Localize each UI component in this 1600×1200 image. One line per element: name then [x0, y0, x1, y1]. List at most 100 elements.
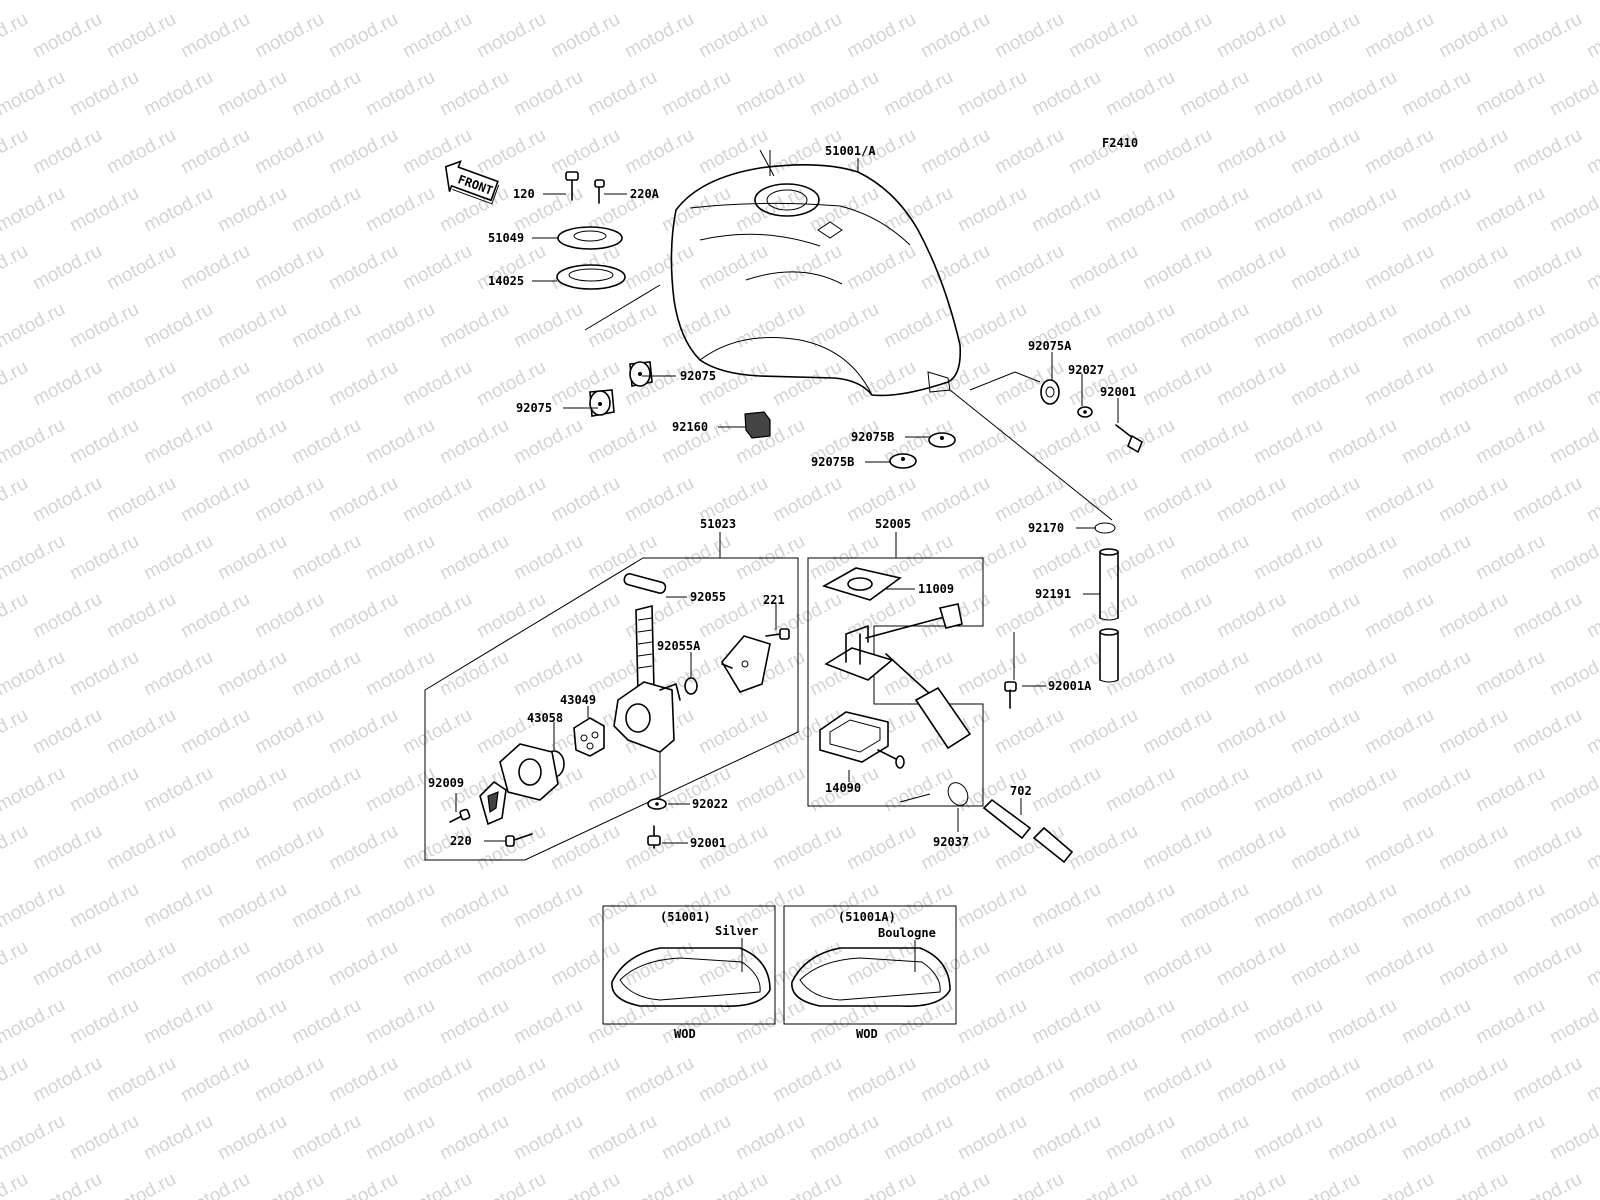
watermark-text: motod.ru: [1250, 995, 1326, 1049]
fuel-cock-body: [613, 604, 681, 800]
watermark-text: motod.ru: [1361, 357, 1437, 411]
watermark-text: motod.ru: [325, 125, 401, 179]
block-92160: [744, 411, 771, 439]
watermark-text: motod.ru: [214, 1111, 290, 1165]
label-51001A: 51001/A: [825, 144, 876, 158]
watermark-text: motod.ru: [621, 473, 697, 527]
label-92075B-lower: 92075B: [811, 455, 854, 469]
watermark-text: motod.ru: [288, 647, 364, 701]
watermark-text: motod.ru: [584, 299, 660, 353]
watermark-text: motod.ru: [1472, 995, 1548, 1049]
watermark-text: motod.ru: [29, 1053, 105, 1107]
watermark-text: motod.ru: [1435, 705, 1511, 759]
label-92001A: 92001A: [1048, 679, 1092, 693]
watermark-text: motod.ru: [251, 9, 327, 63]
watermark-text: motod.ru: [103, 705, 179, 759]
watermark-text: motod.ru: [1324, 763, 1400, 817]
watermark-text: motod.ru: [1287, 821, 1363, 875]
label-11009: 11009: [918, 582, 954, 596]
watermark-text: motod.ru: [1028, 531, 1104, 585]
watermark-text: motod.ru: [1509, 357, 1585, 411]
watermark-text: motod.ru: [880, 67, 956, 121]
watermark-text: motod.ru: [1472, 1111, 1548, 1165]
inset-boulogne-color: Boulogne: [878, 926, 936, 940]
watermark-text: motod.ru: [1583, 125, 1600, 179]
bolt-92001A: [1004, 681, 1017, 709]
watermark-text: motod.ru: [1324, 531, 1400, 585]
watermark-text: motod.ru: [1065, 125, 1141, 179]
watermark-text: motod.ru: [917, 1169, 993, 1200]
watermark-text: motod.ru: [288, 995, 364, 1049]
watermark-text: motod.ru: [325, 589, 401, 643]
watermark-text: motod.ru: [1546, 67, 1600, 121]
watermark-text: motod.ru: [66, 67, 142, 121]
watermark-text: motod.ru: [140, 67, 216, 121]
watermark-text: motod.ru: [1028, 1111, 1104, 1165]
watermark-text: motod.ru: [1435, 473, 1511, 527]
watermark-text: motod.ru: [843, 241, 919, 295]
fuel-cock-assembly-51023: [424, 557, 799, 861]
watermark-text: motod.ru: [177, 473, 253, 527]
watermark-text: motod.ru: [1361, 241, 1437, 295]
watermark-text: motod.ru: [1065, 705, 1141, 759]
watermark-text: motod.ru: [103, 9, 179, 63]
watermark-text: motod.ru: [843, 9, 919, 63]
watermark-text: motod.ru: [843, 357, 919, 411]
watermark-text: motod.ru: [1065, 821, 1141, 875]
watermark-text: motod.ru: [880, 0, 956, 4]
watermark-text: motod.ru: [806, 67, 882, 121]
watermark-text: motod.ru: [0, 1111, 69, 1165]
watermark-text: motod.ru: [288, 531, 364, 585]
watermark-text: motod.ru: [769, 821, 845, 875]
watermark-text: motod.ru: [658, 1111, 734, 1165]
fuel-pump-assembly-52005: [807, 557, 984, 807]
watermark-text: motod.ru: [0, 589, 32, 643]
watermark-text: motod.ru: [1509, 1169, 1585, 1200]
watermark-text: motod.ru: [1435, 937, 1511, 991]
watermark-text: motod.ru: [1065, 9, 1141, 63]
watermark-text: motod.ru: [1213, 1053, 1289, 1107]
watermark-text: motod.ru: [695, 1169, 771, 1200]
label-92055: 92055: [690, 590, 726, 604]
watermark-text: motod.ru: [1324, 415, 1400, 469]
watermark-text: motod.ru: [917, 1053, 993, 1107]
watermark-text: motod.ru: [1324, 183, 1400, 237]
watermark-text: motod.ru: [1250, 0, 1326, 4]
watermark-text: motod.ru: [1361, 821, 1437, 875]
watermark-text: motod.ru: [1546, 995, 1600, 1049]
watermark-text: motod.ru: [584, 1111, 660, 1165]
inset-silver-code: (51001): [660, 910, 711, 924]
watermark-text: motod.ru: [1435, 1169, 1511, 1200]
watermark-text: motod.ru: [362, 183, 438, 237]
watermark-text: motod.ru: [732, 995, 808, 1049]
label-220: 220: [450, 834, 472, 848]
watermark-text: motod.ru: [0, 995, 69, 1049]
label-92009: 92009: [428, 776, 464, 790]
watermark-text: motod.ru: [1472, 879, 1548, 933]
watermark-text: motod.ru: [1176, 299, 1252, 353]
watermark-text: motod.ru: [1213, 357, 1289, 411]
watermark-text: motod.ru: [954, 299, 1030, 353]
watermark-text: motod.ru: [0, 647, 69, 701]
watermark-text: motod.ru: [658, 67, 734, 121]
watermark-text: motod.ru: [1546, 0, 1600, 4]
label-92191: 92191: [1035, 587, 1071, 601]
label-92001-top: 92001: [1100, 385, 1136, 399]
watermark-text: motod.ru: [0, 1053, 32, 1107]
watermark-text: motod.ru: [1361, 589, 1437, 643]
watermark-text: motod.ru: [103, 589, 179, 643]
watermark-text: motod.ru: [732, 67, 808, 121]
watermark-text: motod.ru: [0, 1169, 32, 1200]
watermark-text: motod.ru: [1102, 299, 1178, 353]
watermark-text: motod.ru: [1176, 183, 1252, 237]
collar-92027: [1077, 406, 1093, 418]
watermark-text: motod.ru: [66, 995, 142, 1049]
watermark-text: motod.ru: [1361, 1053, 1437, 1107]
washer-92022: [647, 798, 667, 810]
watermark-text: motod.ru: [843, 821, 919, 875]
fuel-cap-51049: [557, 226, 623, 250]
watermark-text: motod.ru: [362, 0, 438, 4]
watermark-text: motod.ru: [1176, 415, 1252, 469]
watermark-text: motod.ru: [1398, 879, 1474, 933]
watermark-text: motod.ru: [1546, 647, 1600, 701]
